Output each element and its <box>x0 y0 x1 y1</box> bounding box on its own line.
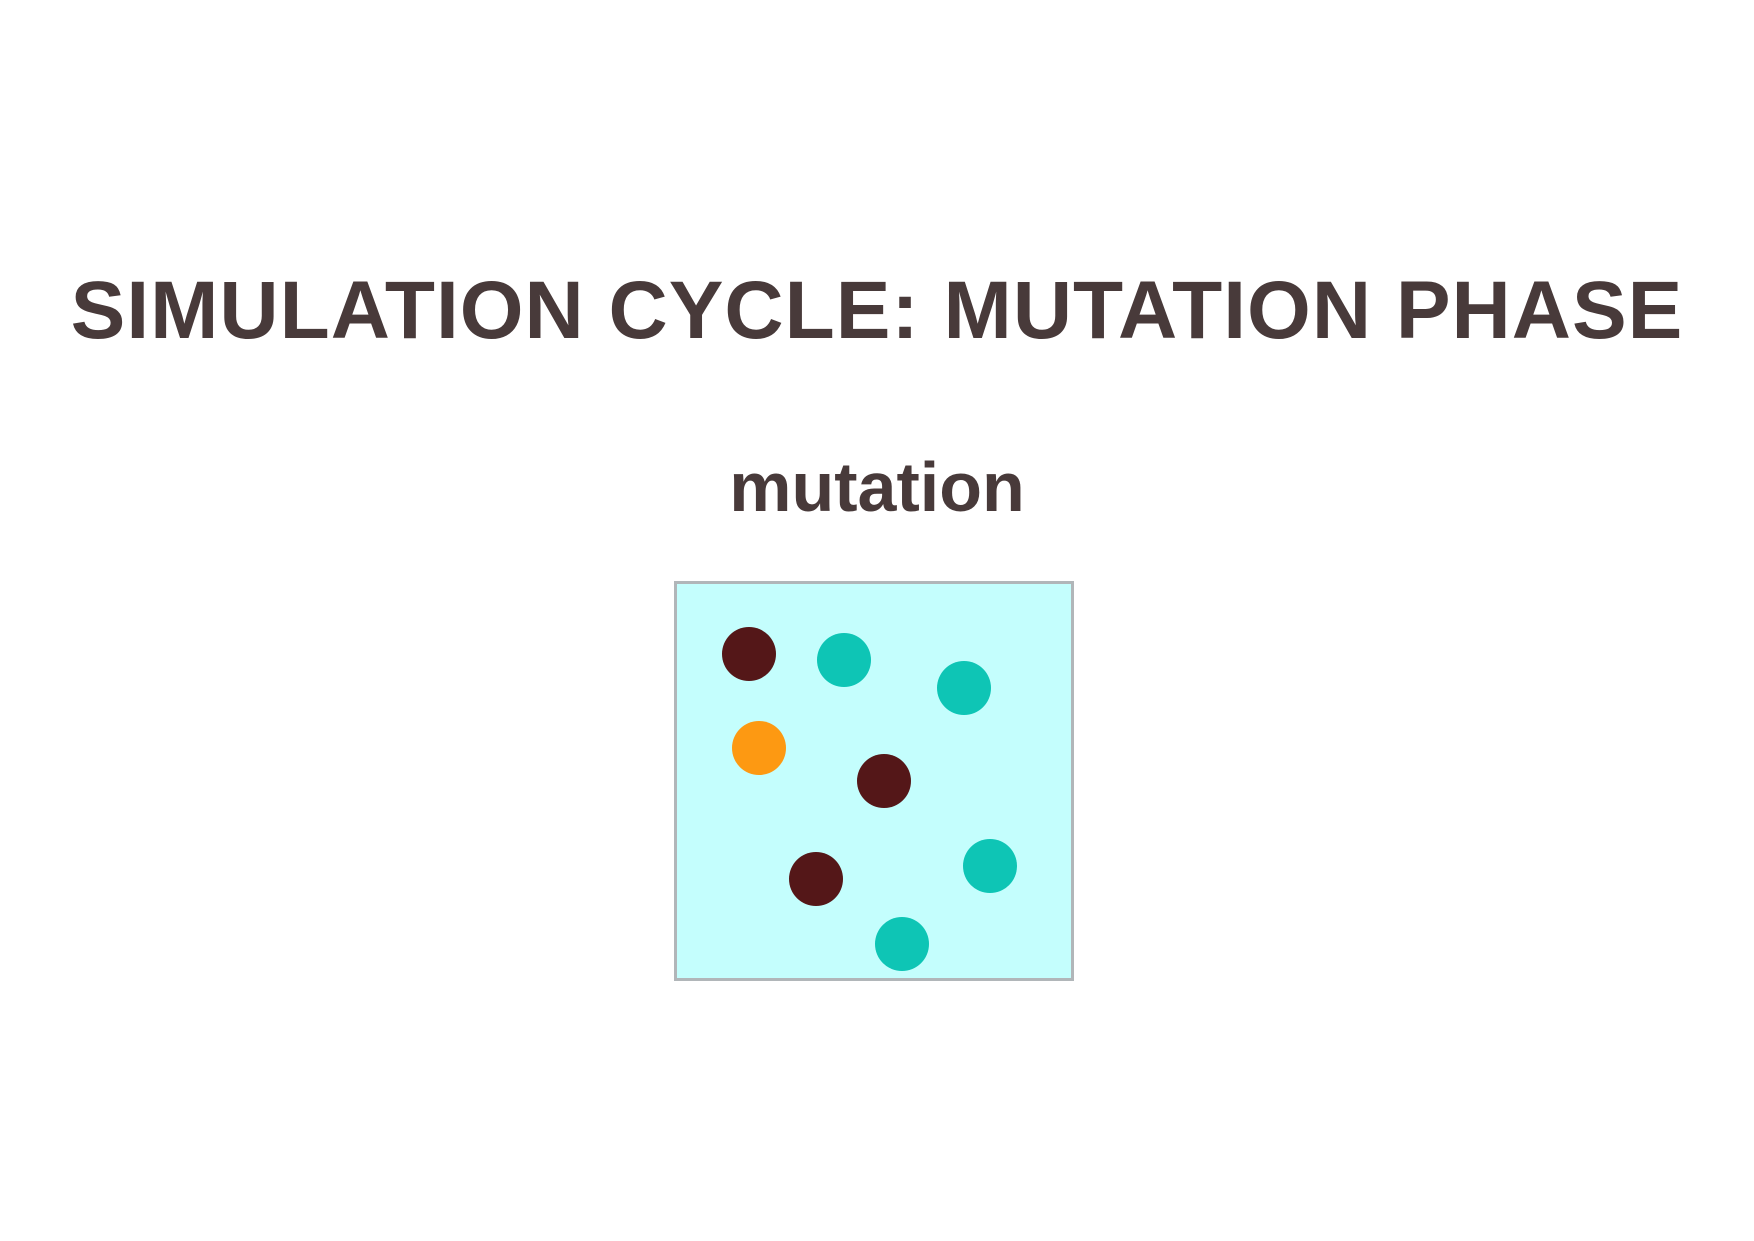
particle-dark <box>789 852 843 906</box>
particle-dark <box>722 627 776 681</box>
particle-teal <box>875 917 929 971</box>
phase-label: mutation <box>729 448 1025 526</box>
diagram-title: SIMULATION CYCLE: MUTATION PHASE <box>70 265 1684 356</box>
particle-orange <box>732 721 786 775</box>
particle-dark <box>857 754 911 808</box>
simulation-panel <box>674 581 1074 981</box>
particle-teal <box>817 633 871 687</box>
particle-teal <box>937 661 991 715</box>
particle-teal <box>963 839 1017 893</box>
particle-field <box>722 627 1017 971</box>
